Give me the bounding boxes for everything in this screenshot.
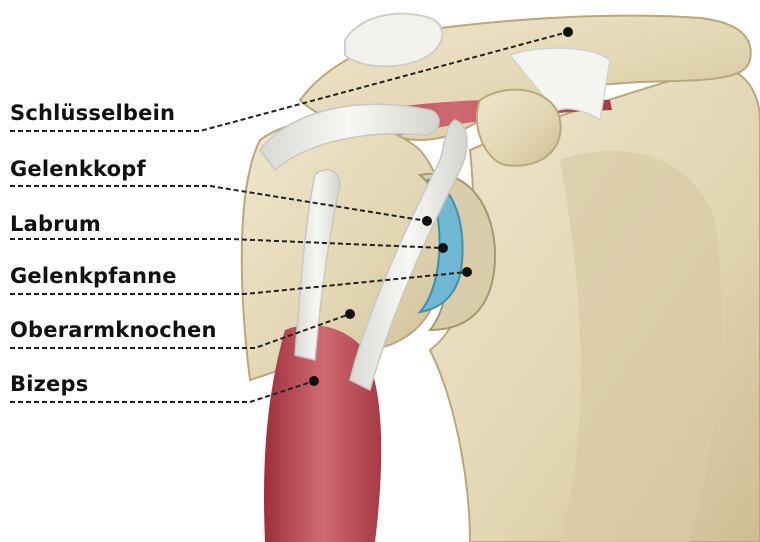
coracoid-process (477, 90, 561, 166)
label-labrum: Labrum (10, 214, 101, 235)
dot-schluesselbein (563, 27, 573, 37)
label-schluesselbein: Schlüsselbein (10, 103, 175, 124)
label-gelenkkopf: Gelenkkopf (10, 159, 146, 180)
dot-oberarmknochen (345, 309, 355, 319)
label-gelenkpfanne: Gelenkpfanne (10, 266, 177, 287)
dot-labrum (438, 243, 448, 253)
label-bizeps: Bizeps (10, 374, 88, 395)
dot-gelenkpfanne (462, 267, 472, 277)
dot-gelenkkopf (422, 216, 432, 226)
dot-bizeps (309, 376, 319, 386)
scapula-fossa-shading (560, 151, 722, 542)
label-oberarmknochen: Oberarmknochen (10, 320, 217, 341)
